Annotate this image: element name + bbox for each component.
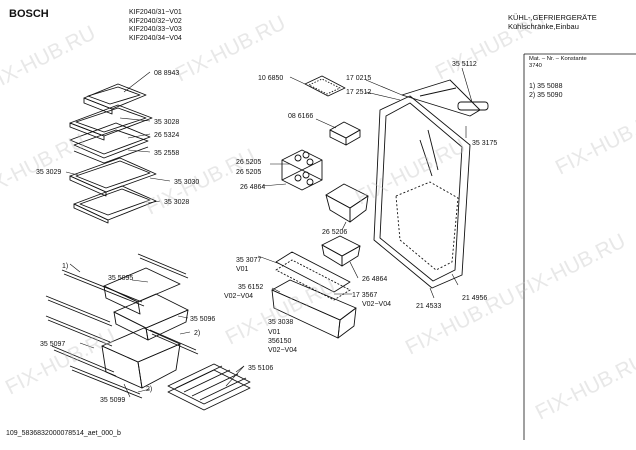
glass-shelf-drawing [69, 104, 153, 141]
part-label: 35 5095 [108, 275, 133, 282]
top-cover-plate-drawing [83, 83, 147, 115]
watermark: FIX-HUB.RU [512, 229, 630, 304]
egg-tray-drawing [281, 149, 323, 191]
part-label: 26 5324 [154, 132, 179, 139]
document-id: 109_5836832000078514_aet_000_b [6, 430, 121, 437]
rail-set-drawing [45, 253, 199, 399]
part-label: 35 3038 [268, 319, 293, 326]
part-label: 17 0215 [346, 75, 371, 82]
door-bin-lower-drawing [321, 235, 361, 267]
door-bin-upper-drawing [325, 183, 369, 223]
part-label: 21 4956 [462, 295, 487, 302]
remote-part-drawing [304, 75, 346, 97]
part-label: V02−V04 [268, 347, 297, 354]
part-label: 35 3077 [236, 257, 261, 264]
brand-logo: BOSCH [9, 8, 49, 20]
watermark: FIX-HUB.RU [0, 21, 99, 96]
part-label: 35 5099 [100, 397, 125, 404]
bottle-bin-drawing [271, 279, 357, 339]
material-constant-value: 3740 [529, 63, 542, 69]
part-label: 35 3028 [154, 119, 179, 126]
door-liner-drawing [373, 95, 471, 289]
ice-tray-drawing [167, 363, 251, 411]
watermark: FIX-HUB.RU [552, 104, 636, 179]
variant-item: 1) 35 5088 [529, 83, 563, 90]
part-label: 26 4864 [362, 276, 387, 283]
bottom-glass-shelf-drawing [73, 185, 157, 224]
part-labels: 10 6850 35 5112 17 0215 17 2512 08 8943 … [36, 61, 497, 404]
part-label: 26 4864 [240, 184, 265, 191]
part-label: 26 5205 [236, 159, 261, 166]
category-heading: KÜHL-,GEFRIERGERÄTE Kühlschränke,Einbau [508, 13, 597, 31]
part-label: V01 [268, 329, 281, 336]
part-label: 35 5112 [452, 61, 477, 68]
part-label: 35 2558 [154, 150, 179, 157]
part-label: 10 6850 [258, 75, 283, 82]
part-label: 35 3175 [472, 140, 497, 147]
part-label: 35 5097 [40, 341, 65, 348]
part-label: 35 3029 [36, 169, 61, 176]
watermark: FIX-HUB.RU [0, 129, 89, 204]
butter-dish-drawing [329, 121, 361, 146]
material-constant-label: Mat. – Nr. – Konstante [529, 56, 587, 62]
part-label: 26 5206 [322, 229, 347, 236]
model-number: KIF2040/34−V04 [129, 34, 182, 42]
part-label: 35 6152 [238, 284, 263, 291]
part-label: 08 8943 [154, 70, 179, 77]
leader-lines [65, 67, 473, 398]
material-constant-block: Mat. – Nr. – Konstante 3740 [529, 56, 587, 70]
part-label: V02−V04 [224, 293, 253, 300]
watermark: FIX-HUB.RU [2, 324, 120, 399]
bottle-rack-drawing [275, 251, 351, 301]
model-number: KIF2040/31−V01 [129, 9, 182, 16]
model-number: KIF2040/33−V03 [129, 26, 182, 34]
watermark: FIX-HUB.RU [402, 284, 520, 359]
watermark-layer: FIX-HUB.RU FIX-HUB.RU FIX-HUB.RU FIX-HUB… [0, 9, 636, 424]
part-label: 26 5205 [236, 169, 261, 176]
variant-list: 1) 35 5088 2) 35 5090 [529, 82, 562, 100]
part-label: 2) [194, 330, 200, 337]
part-label: 35 3030 [174, 179, 199, 186]
variant-item: 2) 35 5090 [529, 92, 563, 99]
part-label: 17 3567 [352, 292, 377, 299]
part-label: 17 2512 [346, 89, 371, 96]
watermark: FIX-HUB.RU [352, 134, 470, 209]
part-label: 35 5106 [248, 365, 273, 372]
model-list: KIF2040/31−V01 KIF2040/32−V02 KIF2040/33… [129, 9, 182, 43]
shelf-trim-drawing [69, 122, 151, 164]
model-number: KIF2040/32−V02 [129, 17, 182, 25]
part-label: 1) [62, 263, 68, 270]
category-line: KÜHL-,GEFRIERGERÄTE [508, 13, 597, 22]
hinge-strip-drawing [457, 101, 489, 111]
part-label: 08 6166 [288, 113, 313, 120]
door-hinge-drawing [401, 79, 481, 117]
lower-glass-shelf-drawing [69, 157, 157, 197]
part-label: V01 [236, 266, 249, 273]
part-label: 21 4533 [416, 303, 441, 310]
part-label: 35 5096 [190, 316, 215, 323]
watermark: FIX-HUB.RU [532, 349, 636, 424]
part-label: V02−V04 [362, 301, 391, 308]
part-label: 2) [146, 386, 152, 393]
part-label: 356150 [268, 338, 291, 345]
part-label: 35 3028 [164, 199, 189, 206]
category-line: Kühlschränke,Einbau [508, 22, 579, 31]
crisper-drawer-drawing [101, 267, 189, 389]
